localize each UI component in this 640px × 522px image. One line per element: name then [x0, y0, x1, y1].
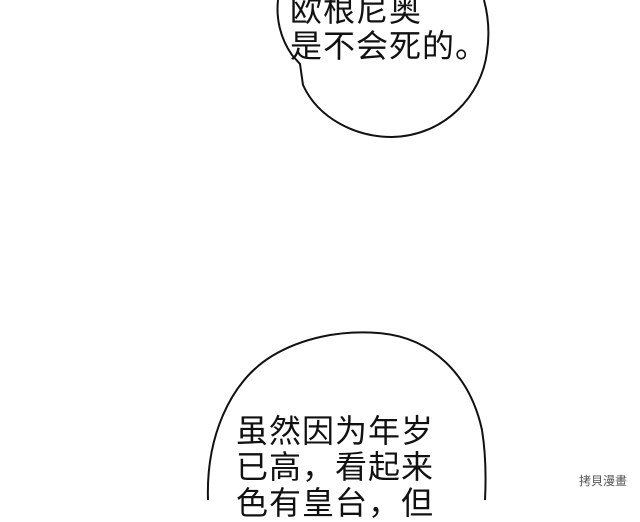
speech-line: 色有皇台，但 — [236, 484, 435, 522]
speech-line: 已高，看起来 — [236, 448, 435, 486]
comic-panel: 欧根尼奥 是不会死的。 虽然因为年岁 已高，看起来 色有皇台，但 拷貝漫畫 — [206, 0, 630, 521]
speech-bubbles-layer — [206, 0, 490, 500]
speech-line: 欧根尼奥 — [290, 0, 423, 29]
watermark: 拷貝漫畫 — [575, 471, 630, 490]
speech-text-top: 欧根尼奥 是不会死的。 — [290, 0, 488, 64]
speech-line: 是不会死的。 — [290, 27, 489, 65]
speech-bubble-top — [276, 0, 490, 139]
speech-text-bottom: 虽然因为年岁 已高，看起来 色有皇台，但 — [236, 413, 434, 521]
speech-bubble-bottom — [206, 331, 487, 500]
speech-line: 虽然因为年岁 — [236, 412, 435, 450]
